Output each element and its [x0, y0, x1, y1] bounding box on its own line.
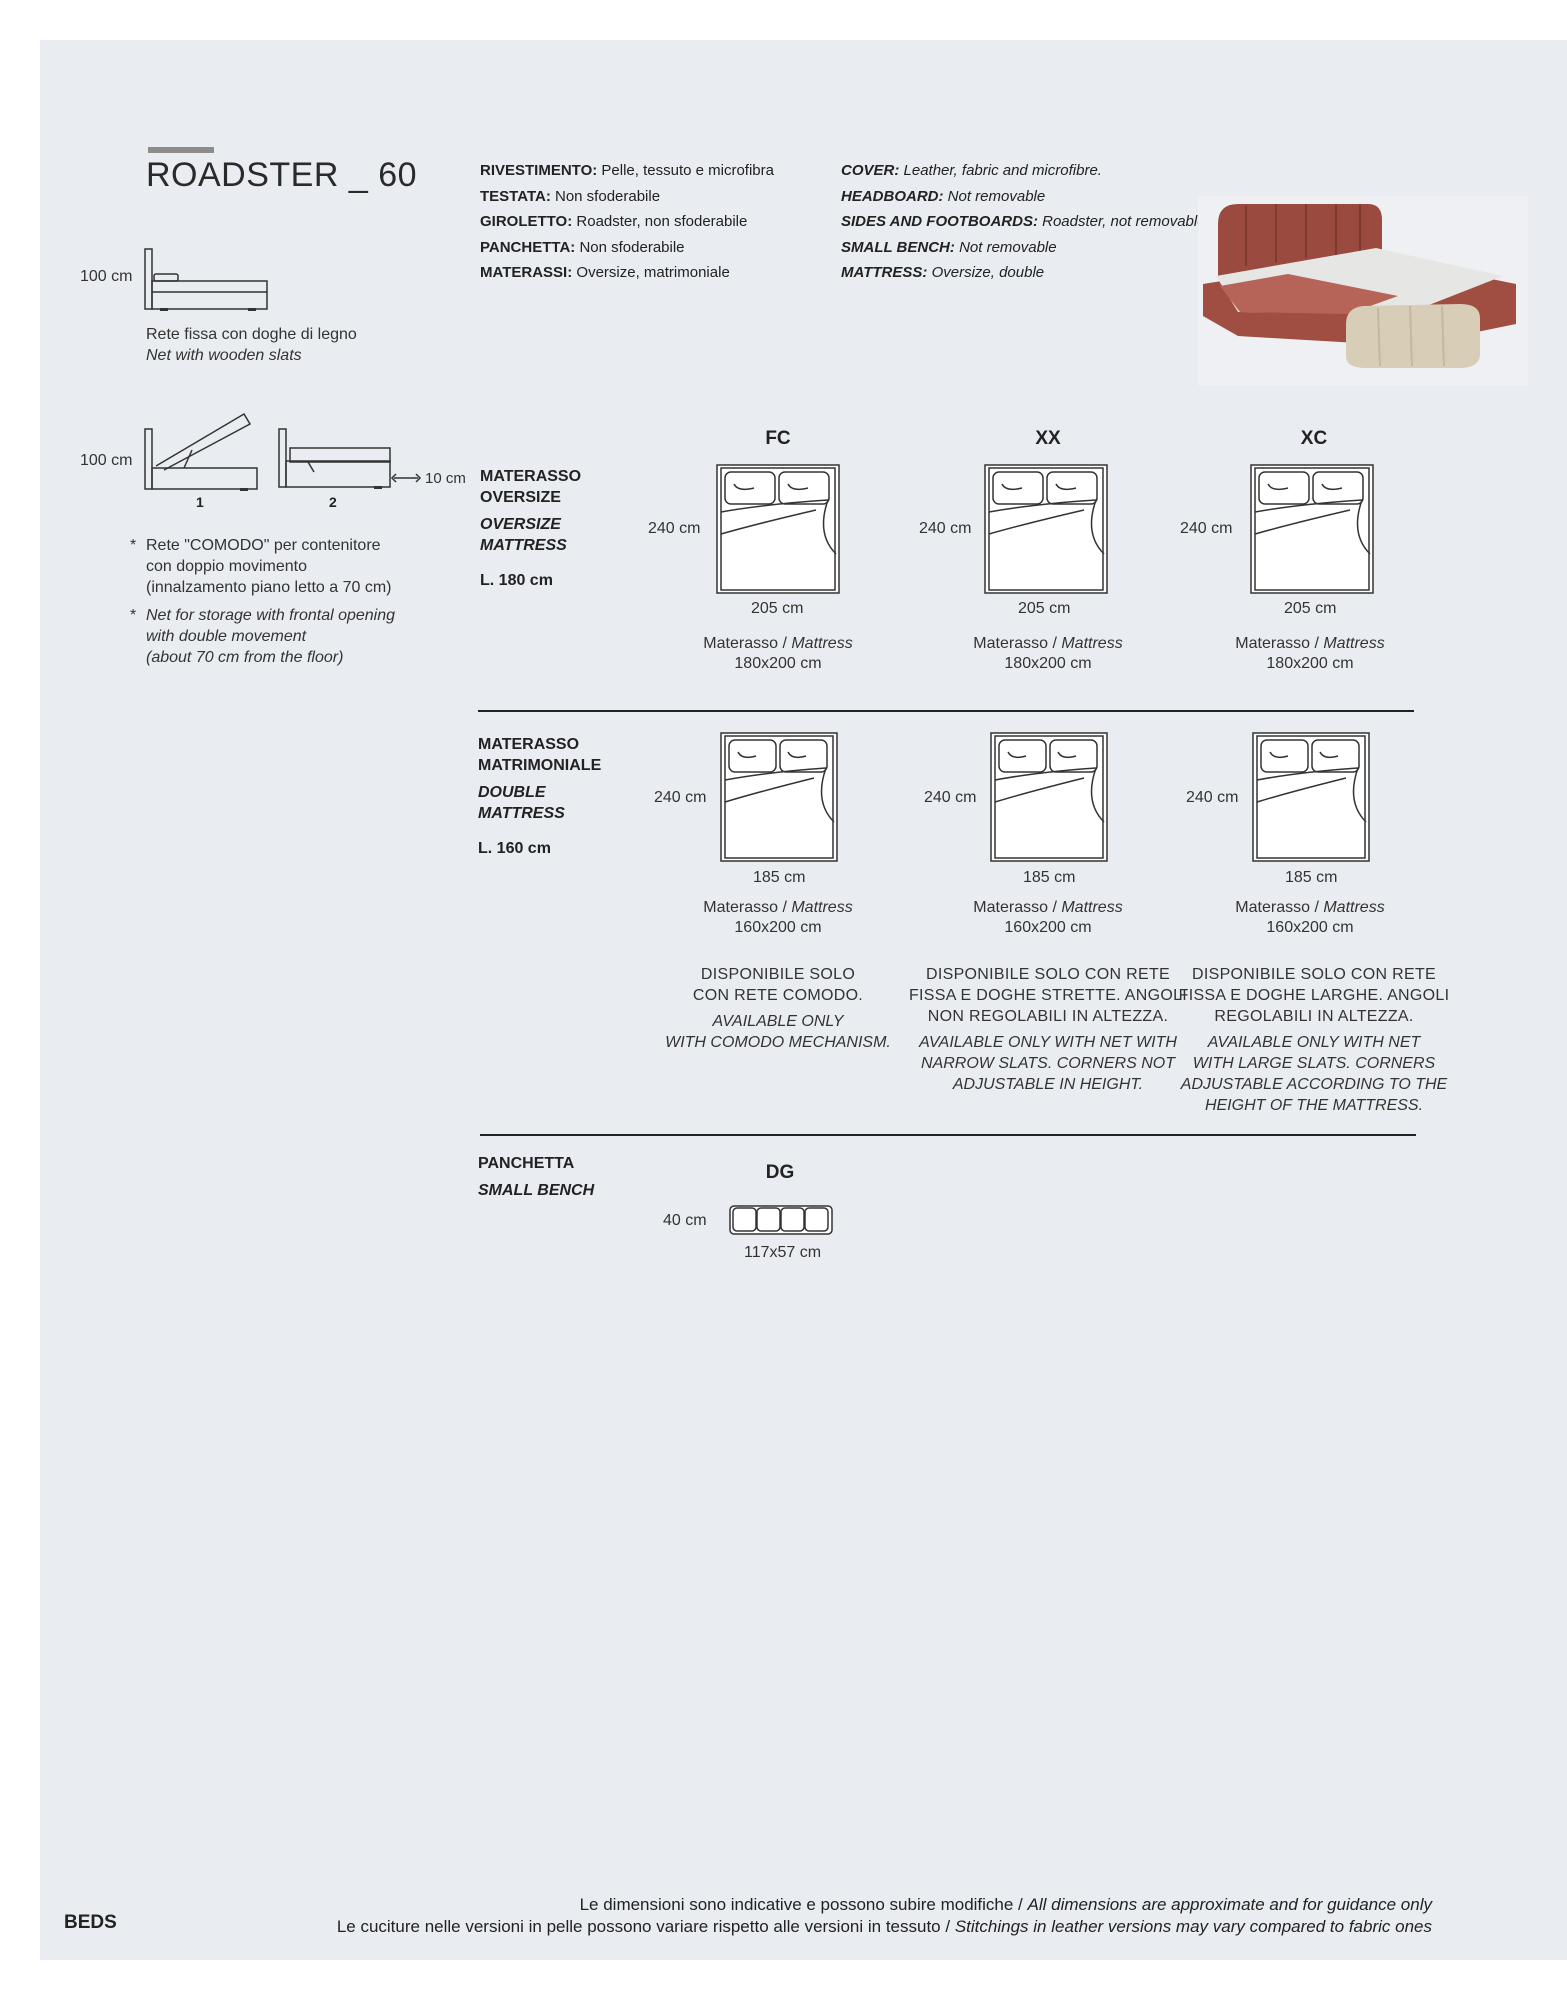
- double-section-title: MATERASSO MATRIMONIALE DOUBLE MATTRESS L…: [478, 736, 602, 857]
- bed-top-view-icon: [720, 732, 838, 862]
- bed-width: 205 cm: [751, 600, 804, 617]
- availability-note: DISPONIBILE SOLO CON RETE FISSA E DOGHE …: [1178, 966, 1450, 1114]
- bed-code: XC: [1300, 428, 1328, 449]
- storage-bed-height: 100 cm: [80, 452, 133, 469]
- spec-row: RIVESTIMENTO: Pelle, tessuto e microfibr…: [480, 162, 774, 179]
- bench-top-view-icon: [729, 1205, 833, 1235]
- spec-row: SMALL BENCH: Not removable: [841, 238, 1057, 256]
- spec-row: MATTRESS: Oversize, double: [841, 264, 1045, 281]
- mattress-caption: Materasso / Mattress 160x200 cm: [973, 899, 1123, 936]
- section-label: BEDS: [64, 1912, 117, 1933]
- bed-length: 240 cm: [924, 789, 977, 806]
- bed-side-fixed-icon: [144, 248, 268, 311]
- spec-row: COVER: Leather, fabric and microfibre.: [841, 162, 1102, 179]
- divider: [478, 710, 1414, 712]
- mattress-caption: Materasso / Mattress 160x200 cm: [703, 899, 853, 936]
- bed-width: 185 cm: [753, 869, 806, 886]
- footer-disclaimer-1: Le dimensioni sono indicative e possono …: [579, 1895, 1432, 1914]
- storage-note-en: * Net for storage with frontal opening w…: [130, 607, 396, 666]
- bed-top-view-icon: [1252, 732, 1370, 862]
- specs-italian: RIVESTIMENTO: Pelle, tessuto e microfibr…: [480, 158, 774, 286]
- bench-height: 40 cm: [663, 1212, 707, 1229]
- spec-row: SIDES AND FOOTBOARDS: Roadster, not remo…: [841, 213, 1206, 230]
- storage-note-it: * Rete "COMODO" per contenitore con dopp…: [130, 537, 392, 596]
- bed-length: 240 cm: [654, 789, 707, 806]
- bed-length: 240 cm: [919, 520, 972, 537]
- title-accent-bar: [148, 147, 214, 153]
- mattress-caption: Materasso / Mattress 160x200 cm: [1235, 899, 1385, 936]
- storage-label-1: 1: [196, 494, 204, 510]
- fixed-bed-height: 100 cm: [80, 268, 133, 285]
- bench-section-title: PANCHETTA SMALL BENCH: [478, 1155, 595, 1199]
- oversize-section-title: MATERASSO OVERSIZE OVERSIZE MATTRESS L. …: [480, 468, 582, 589]
- specs-english: COVER: Leather, fabric and microfibre. H…: [841, 158, 1206, 286]
- storage-label-2: 2: [329, 494, 337, 510]
- availability-note: DISPONIBILE SOLO CON RETE COMODO. AVAILA…: [665, 966, 891, 1051]
- bed-code: FC: [765, 428, 791, 449]
- bed-length: 240 cm: [648, 520, 701, 537]
- bed-width: 205 cm: [1284, 600, 1337, 617]
- bed-width: 205 cm: [1018, 600, 1071, 617]
- bed-side-storage-closed-icon: [278, 428, 422, 489]
- bed-length: 240 cm: [1186, 789, 1239, 806]
- mattress-caption: Materasso / Mattress 180x200 cm: [973, 635, 1123, 672]
- footer-disclaimer-2: Le cuciture nelle versioni in pelle poss…: [336, 1917, 1432, 1936]
- bed-top-view-icon: [1250, 464, 1374, 594]
- product-photo: [1198, 196, 1528, 386]
- bed-width: 185 cm: [1285, 869, 1338, 886]
- bed-width: 185 cm: [1023, 869, 1076, 886]
- mattress-caption: Materasso / Mattress 180x200 cm: [703, 635, 853, 672]
- mattress-caption: Materasso / Mattress 180x200 cm: [1235, 635, 1385, 672]
- fixed-caption: Rete fissa con doghe di legno Net with w…: [146, 326, 357, 364]
- spec-row: PANCHETTA: Non sfoderabile: [480, 238, 685, 256]
- product-title: ROADSTER _ 60: [146, 156, 418, 194]
- spec-row: MATERASSI: Oversize, matrimoniale: [480, 264, 730, 281]
- spec-row: TESTATA: Non sfoderabile: [480, 187, 661, 205]
- bed-top-view-icon: [990, 732, 1108, 862]
- availability-note: DISPONIBILE SOLO CON RETE FISSA E DOGHE …: [908, 966, 1188, 1093]
- spec-row: HEADBOARD: Not removable: [841, 187, 1046, 205]
- bed-top-view-icon: [984, 464, 1108, 594]
- bed-length: 240 cm: [1180, 520, 1233, 537]
- bed-top-view-icon: [716, 464, 840, 594]
- bed-code: XX: [1035, 428, 1061, 449]
- storage-offset: 10 cm: [425, 470, 466, 487]
- spec-row: GIROLETTO: Roadster, non sfoderabile: [480, 213, 748, 230]
- bench-code: DG: [765, 1162, 795, 1183]
- bed-side-storage-open-icon: [144, 412, 258, 491]
- divider: [480, 1134, 1416, 1136]
- bench-size: 117x57 cm: [744, 1244, 822, 1261]
